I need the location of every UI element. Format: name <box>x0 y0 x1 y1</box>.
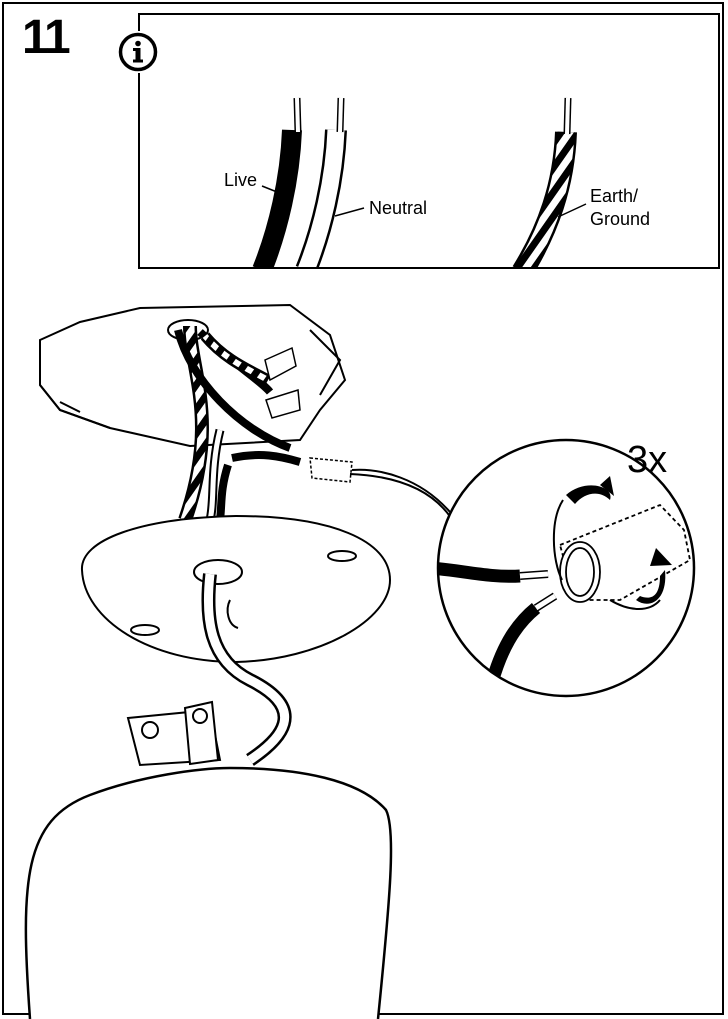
wire-samples <box>252 97 587 267</box>
rotation-arrow-icon <box>566 476 672 604</box>
wire-info-panel <box>138 13 720 269</box>
lamp-shade <box>24 766 393 1019</box>
step-number: 11 <box>22 11 71 64</box>
live-wire <box>252 129 302 267</box>
twist-connector <box>558 503 692 603</box>
ceiling-canopy <box>80 514 392 664</box>
detail-connection <box>438 476 692 692</box>
earth-label-line1: Earth/ <box>590 186 639 206</box>
neutral-label: Neutral <box>369 198 428 218</box>
wire-info-panel-top-border <box>138 13 720 15</box>
lamp-cord <box>201 573 292 766</box>
wire-connectors <box>264 346 353 483</box>
earth-label-line2: Ground <box>590 209 651 229</box>
quantity-label: 3x <box>627 439 668 481</box>
mounting-bracket <box>126 599 239 767</box>
live-label: Live <box>224 170 258 190</box>
earth-ground-label: Earth/ Ground <box>590 185 650 231</box>
info-icon <box>117 31 159 73</box>
